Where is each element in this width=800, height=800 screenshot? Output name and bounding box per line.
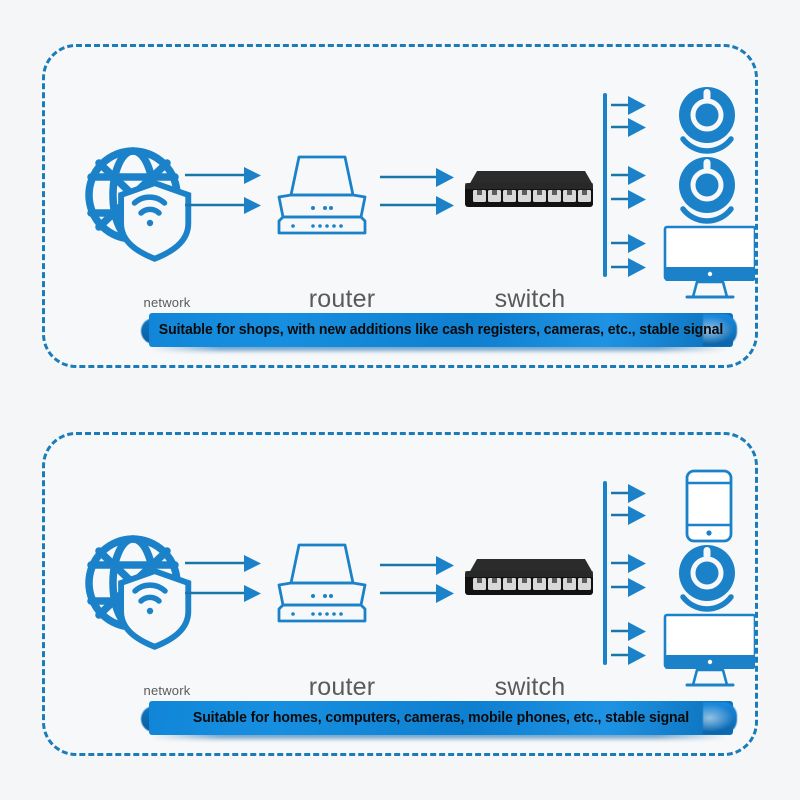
panel-homes-scenario: network router switch Suitable for homes… (42, 432, 758, 756)
camera-icon (679, 545, 735, 612)
arrow-group-router-to-switch (380, 168, 454, 215)
branch-camera-1-arrows (611, 96, 646, 137)
node-network-label: network (143, 295, 191, 310)
arrow-icon (380, 168, 454, 187)
branch-phone-arrows (611, 484, 646, 525)
switch-ports (473, 190, 591, 202)
node-router: router (267, 673, 417, 702)
arrow-icon (611, 554, 646, 573)
switch-ports (473, 578, 591, 590)
arrow-icon (611, 646, 646, 665)
banner-homes-text: Suitable for homes, computers, cameras, … (192, 710, 690, 726)
arrow-icon (611, 190, 646, 209)
globe-shield-wifi-icon (85, 147, 192, 262)
arrow-icon (611, 96, 646, 115)
arrow-icon (611, 234, 646, 253)
node-switch-label: switch (494, 285, 566, 313)
arrow-icon (185, 197, 261, 214)
branch-monitor-arrows (611, 234, 646, 277)
arrow-icon (185, 167, 261, 184)
arrow-icon (611, 622, 646, 641)
router-icon (277, 543, 367, 623)
node-network: network (107, 295, 227, 310)
router-icon (277, 155, 367, 235)
branch-camera-2-arrows (611, 166, 646, 209)
node-router-label: router (308, 673, 376, 701)
globe-shield-wifi-icon (85, 535, 192, 650)
node-network: network (107, 683, 227, 698)
arrow-icon (185, 555, 261, 572)
node-switch-label: switch (494, 673, 566, 701)
branch-monitor-arrows (611, 622, 646, 665)
banner-body (149, 701, 733, 735)
banner-homes: Suitable for homes, computers, cameras, … (141, 701, 741, 739)
panel-shops-scenario: network router switch Suitable for shops… (42, 44, 758, 368)
arrow-group-network-to-router (185, 555, 261, 602)
arrow-icon (611, 484, 646, 503)
arrow-group-network-to-router (185, 167, 261, 214)
node-router: router (267, 285, 417, 314)
node-switch: switch (455, 285, 605, 314)
arrow-icon (611, 118, 646, 137)
camera-icon (679, 87, 735, 154)
arrow-icon (611, 258, 646, 277)
arrow-icon (611, 578, 646, 597)
node-router-label: router (308, 285, 376, 313)
arrow-icon (611, 506, 646, 525)
arrow-group-router-to-switch (380, 556, 454, 603)
camera-icon (679, 157, 735, 224)
monitor-icon (663, 225, 755, 299)
arrow-icon (380, 556, 454, 575)
banner-body (149, 313, 733, 347)
panel-shops-graphics (85, 87, 755, 299)
banner-shops: Suitable for shops, with new additions l… (141, 313, 741, 351)
node-network-label: network (143, 683, 191, 698)
arrow-icon (380, 196, 454, 215)
banner-shops-text: Suitable for shops, with new additions l… (158, 322, 724, 338)
arrow-icon (380, 584, 454, 603)
branch-camera-arrows (611, 554, 646, 597)
smartphone-icon (685, 469, 733, 543)
arrow-icon (611, 166, 646, 185)
arrow-icon (185, 585, 261, 602)
panel-homes-graphics (85, 469, 755, 687)
network-switch-icon (465, 171, 593, 207)
monitor-icon (663, 613, 755, 687)
network-switch-icon (465, 559, 593, 595)
node-switch: switch (455, 673, 605, 702)
